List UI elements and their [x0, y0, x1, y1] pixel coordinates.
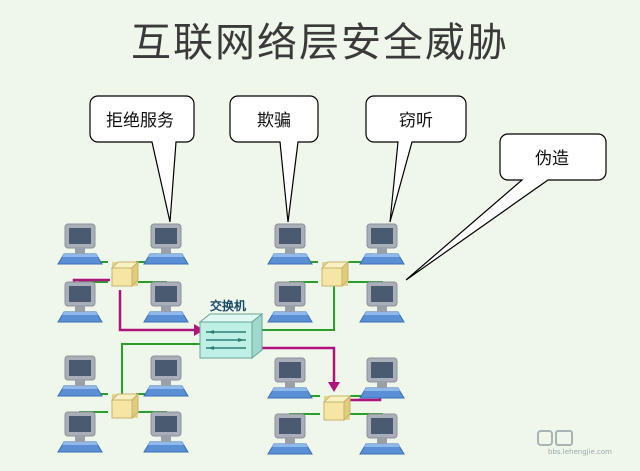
- watermark-url: bbs.lehengjie.com: [548, 448, 613, 456]
- hub-bottom-right: [323, 395, 351, 421]
- computer: [359, 223, 405, 265]
- computer: [57, 355, 103, 397]
- threat-label-spoof: 欺骗: [257, 111, 291, 131]
- threat-label-eavesdrop: 窃听: [399, 111, 433, 131]
- hub-bottom-left: [111, 393, 139, 419]
- computer: [359, 413, 405, 455]
- threat-label-forge: 伪造: [535, 149, 569, 169]
- computer: [57, 411, 103, 453]
- computer: [267, 223, 313, 265]
- callout-eavesdrop: 窃听: [365, 95, 467, 223]
- computer: [359, 281, 405, 323]
- callout-forge: 伪造: [405, 133, 607, 281]
- computer: [359, 357, 405, 399]
- watermark-logo-icon: [537, 430, 573, 446]
- computer: [143, 411, 189, 453]
- hub-top-right: [321, 261, 349, 287]
- slide-title: 互联网络层安全威胁: [131, 20, 509, 66]
- watermark: bbs.lehengjie.com: [536, 428, 636, 458]
- computer: [143, 223, 189, 265]
- threat-label-dos: 拒绝服务: [106, 111, 174, 131]
- switch-label: 交换机: [210, 298, 246, 313]
- hub-top-left: [111, 261, 139, 287]
- switch: 交换机: [198, 298, 264, 360]
- computer: [267, 413, 313, 455]
- callout-spoof: 欺骗: [229, 95, 319, 223]
- computer: [57, 223, 103, 265]
- computer: [267, 281, 313, 323]
- computer: [143, 281, 189, 323]
- callout-dos: 拒绝服务: [89, 95, 195, 223]
- computer: [267, 357, 313, 399]
- computer: [143, 355, 189, 397]
- computer: [57, 281, 103, 323]
